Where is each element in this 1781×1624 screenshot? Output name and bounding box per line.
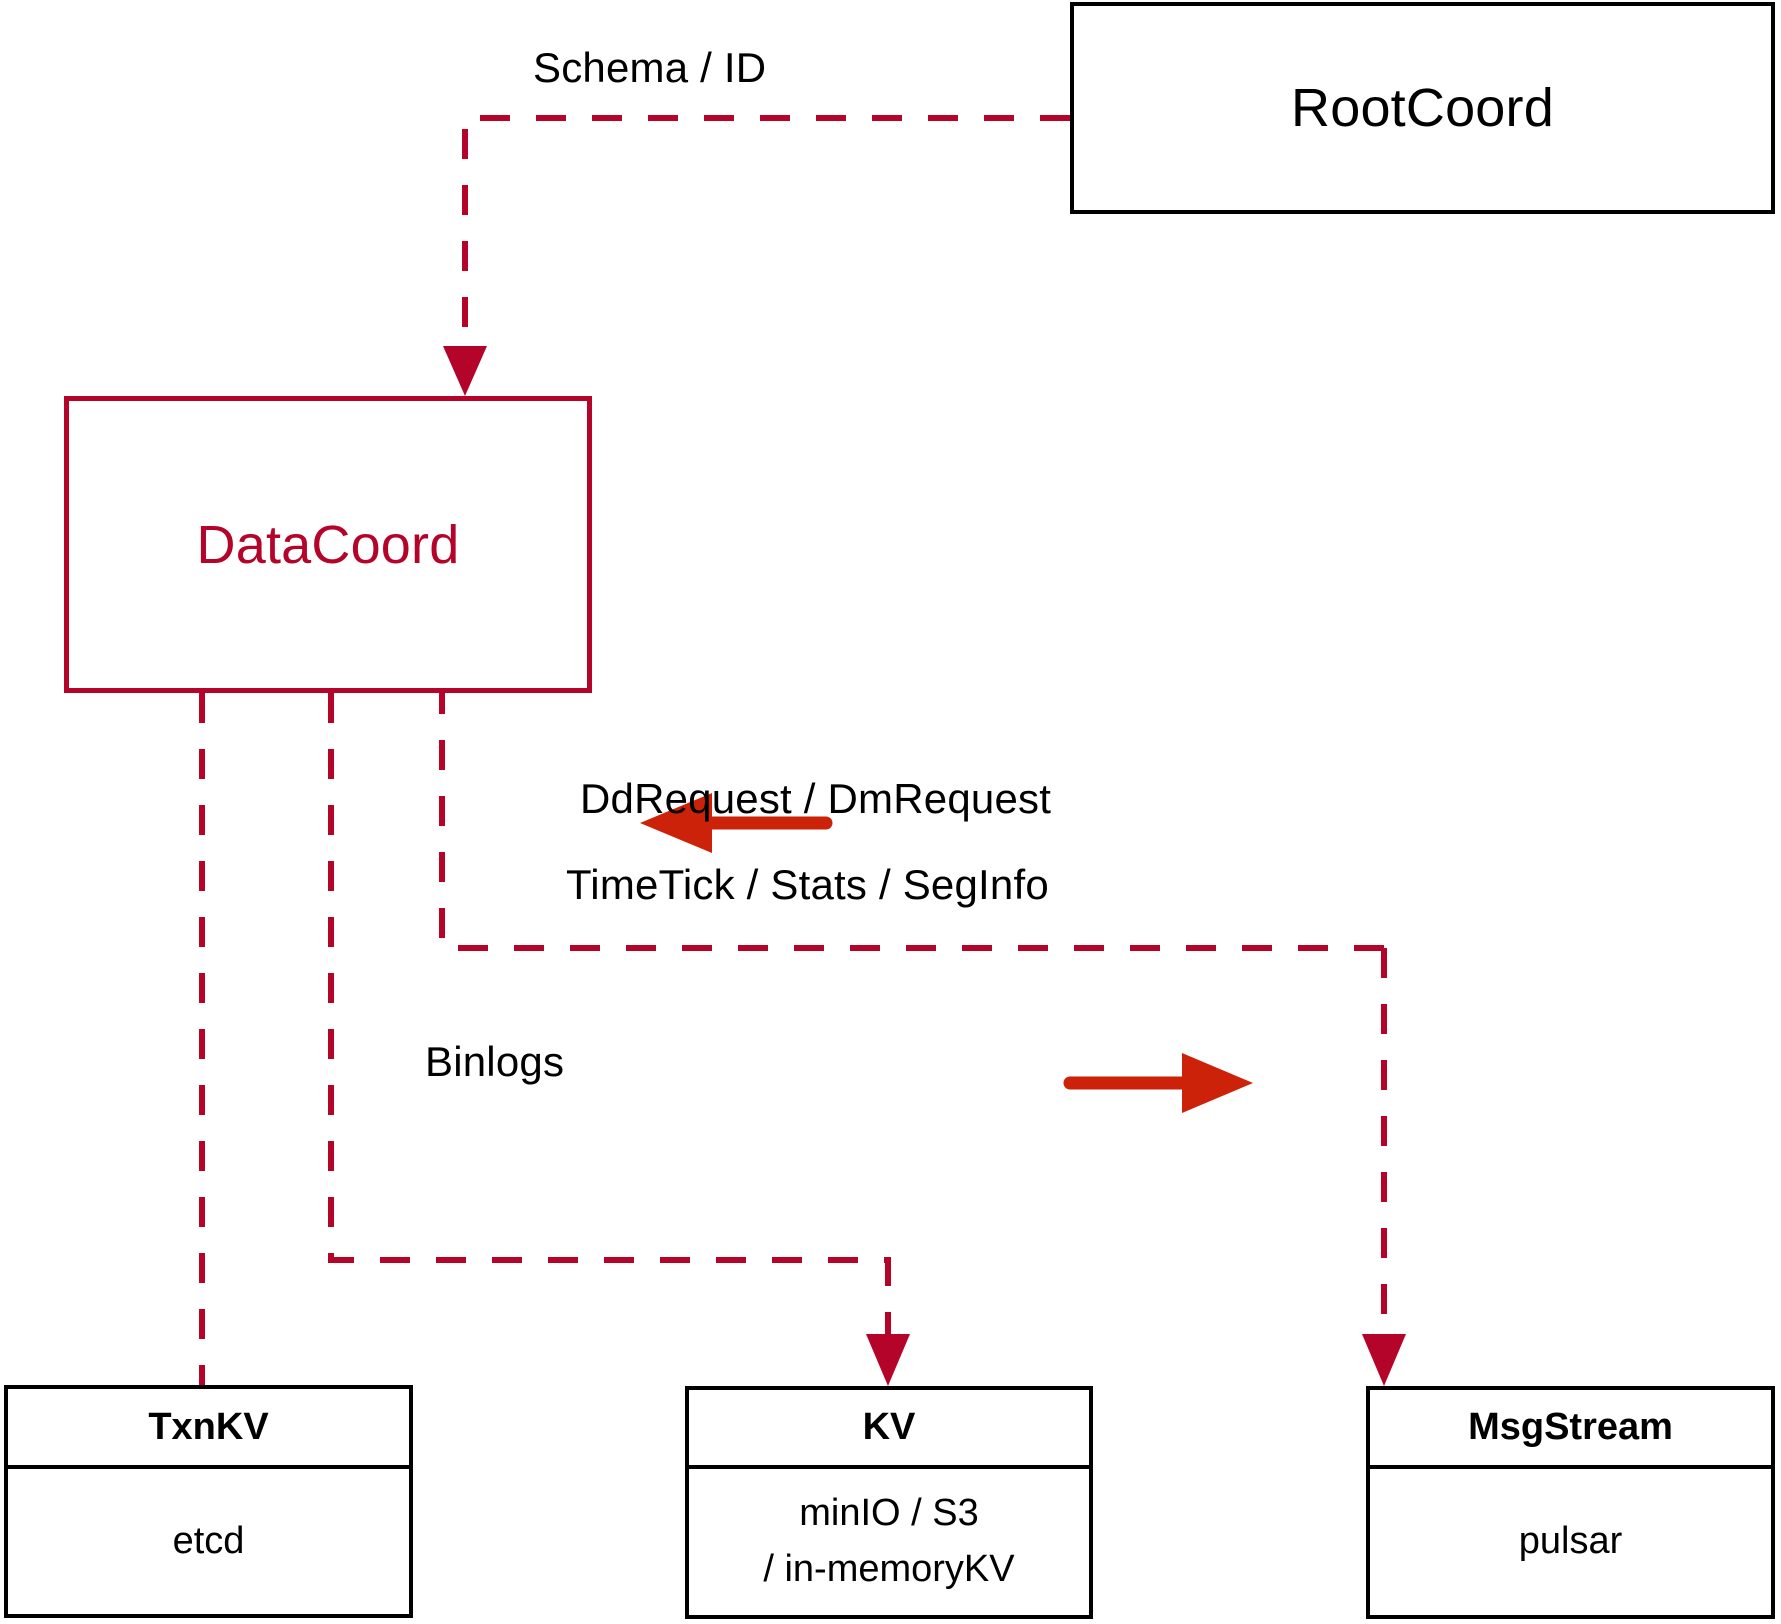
node-msgstream[interactable]: MsgStream pulsar	[1366, 1386, 1775, 1619]
node-datacoord-label: DataCoord	[196, 514, 460, 575]
node-msgstream-body: pulsar	[1370, 1469, 1771, 1614]
node-txnkv-sub-0: etcd	[172, 1519, 245, 1562]
node-msgstream-title: MsgStream	[1370, 1390, 1771, 1469]
node-rootcoord-label: RootCoord	[1291, 78, 1554, 138]
edge-label-timetick-stats-seginfo: TimeTick / Stats / SegInfo	[566, 861, 1049, 908]
direction-arrow-right-icon	[1063, 1053, 1253, 1113]
node-txnkv-title: TxnKV	[8, 1389, 409, 1469]
edge-schema-id	[443, 115, 1070, 396]
node-txnkv[interactable]: TxnKV etcd	[4, 1385, 413, 1618]
node-kv[interactable]: KV minIO / S3 / in-memoryKV	[685, 1386, 1093, 1619]
direction-arrow-left-icon	[640, 793, 833, 853]
edge-label-binlogs: Binlogs	[425, 1038, 565, 1085]
node-kv-title: KV	[689, 1390, 1089, 1469]
node-kv-sub-0: minIO / S3	[799, 1492, 979, 1535]
node-kv-sub-1: / in-memoryKV	[763, 1547, 1015, 1590]
node-txnkv-body: etcd	[8, 1469, 409, 1614]
edge-label-schema-id: Schema / ID	[533, 44, 767, 91]
edge-binlogs	[328, 693, 910, 1386]
node-rootcoord[interactable]: RootCoord	[1070, 2, 1775, 214]
node-msgstream-sub-0: pulsar	[1518, 1519, 1623, 1562]
edge-timetick-stats-seginfo	[1362, 948, 1406, 1386]
node-kv-body: minIO / S3 / in-memoryKV	[689, 1469, 1089, 1614]
edge-label-ddrequest-dmrequest: DdRequest / DmRequest	[580, 775, 1052, 822]
node-datacoord[interactable]: DataCoord	[64, 396, 592, 693]
